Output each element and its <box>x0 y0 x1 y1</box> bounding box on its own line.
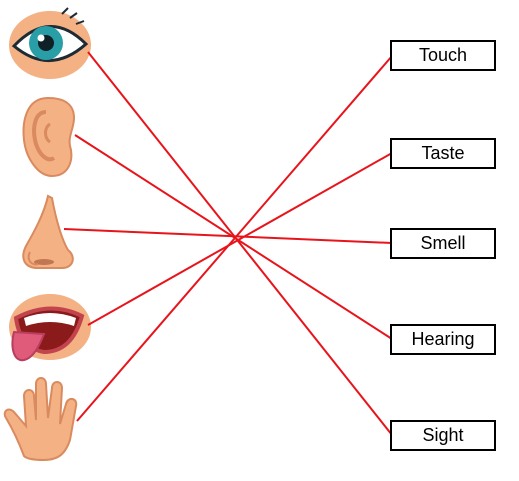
eye-icon <box>9 7 91 79</box>
label-hearing: Hearing <box>390 324 496 355</box>
connector-eye-to-sight <box>87 51 393 436</box>
nose-icon <box>22 194 74 269</box>
label-taste: Taste <box>390 138 496 169</box>
hand-icon <box>3 377 78 462</box>
connector-nose-to-smell <box>63 228 393 244</box>
connector-hand-to-touch <box>76 55 393 422</box>
label-smell: Smell <box>390 228 496 259</box>
label-sight: Sight <box>390 420 496 451</box>
connector-mouth-to-taste <box>87 152 393 326</box>
label-touch: Touch <box>390 40 496 71</box>
connector-lines <box>63 51 393 436</box>
ear-icon <box>22 96 76 178</box>
mouth-icon <box>9 294 91 362</box>
